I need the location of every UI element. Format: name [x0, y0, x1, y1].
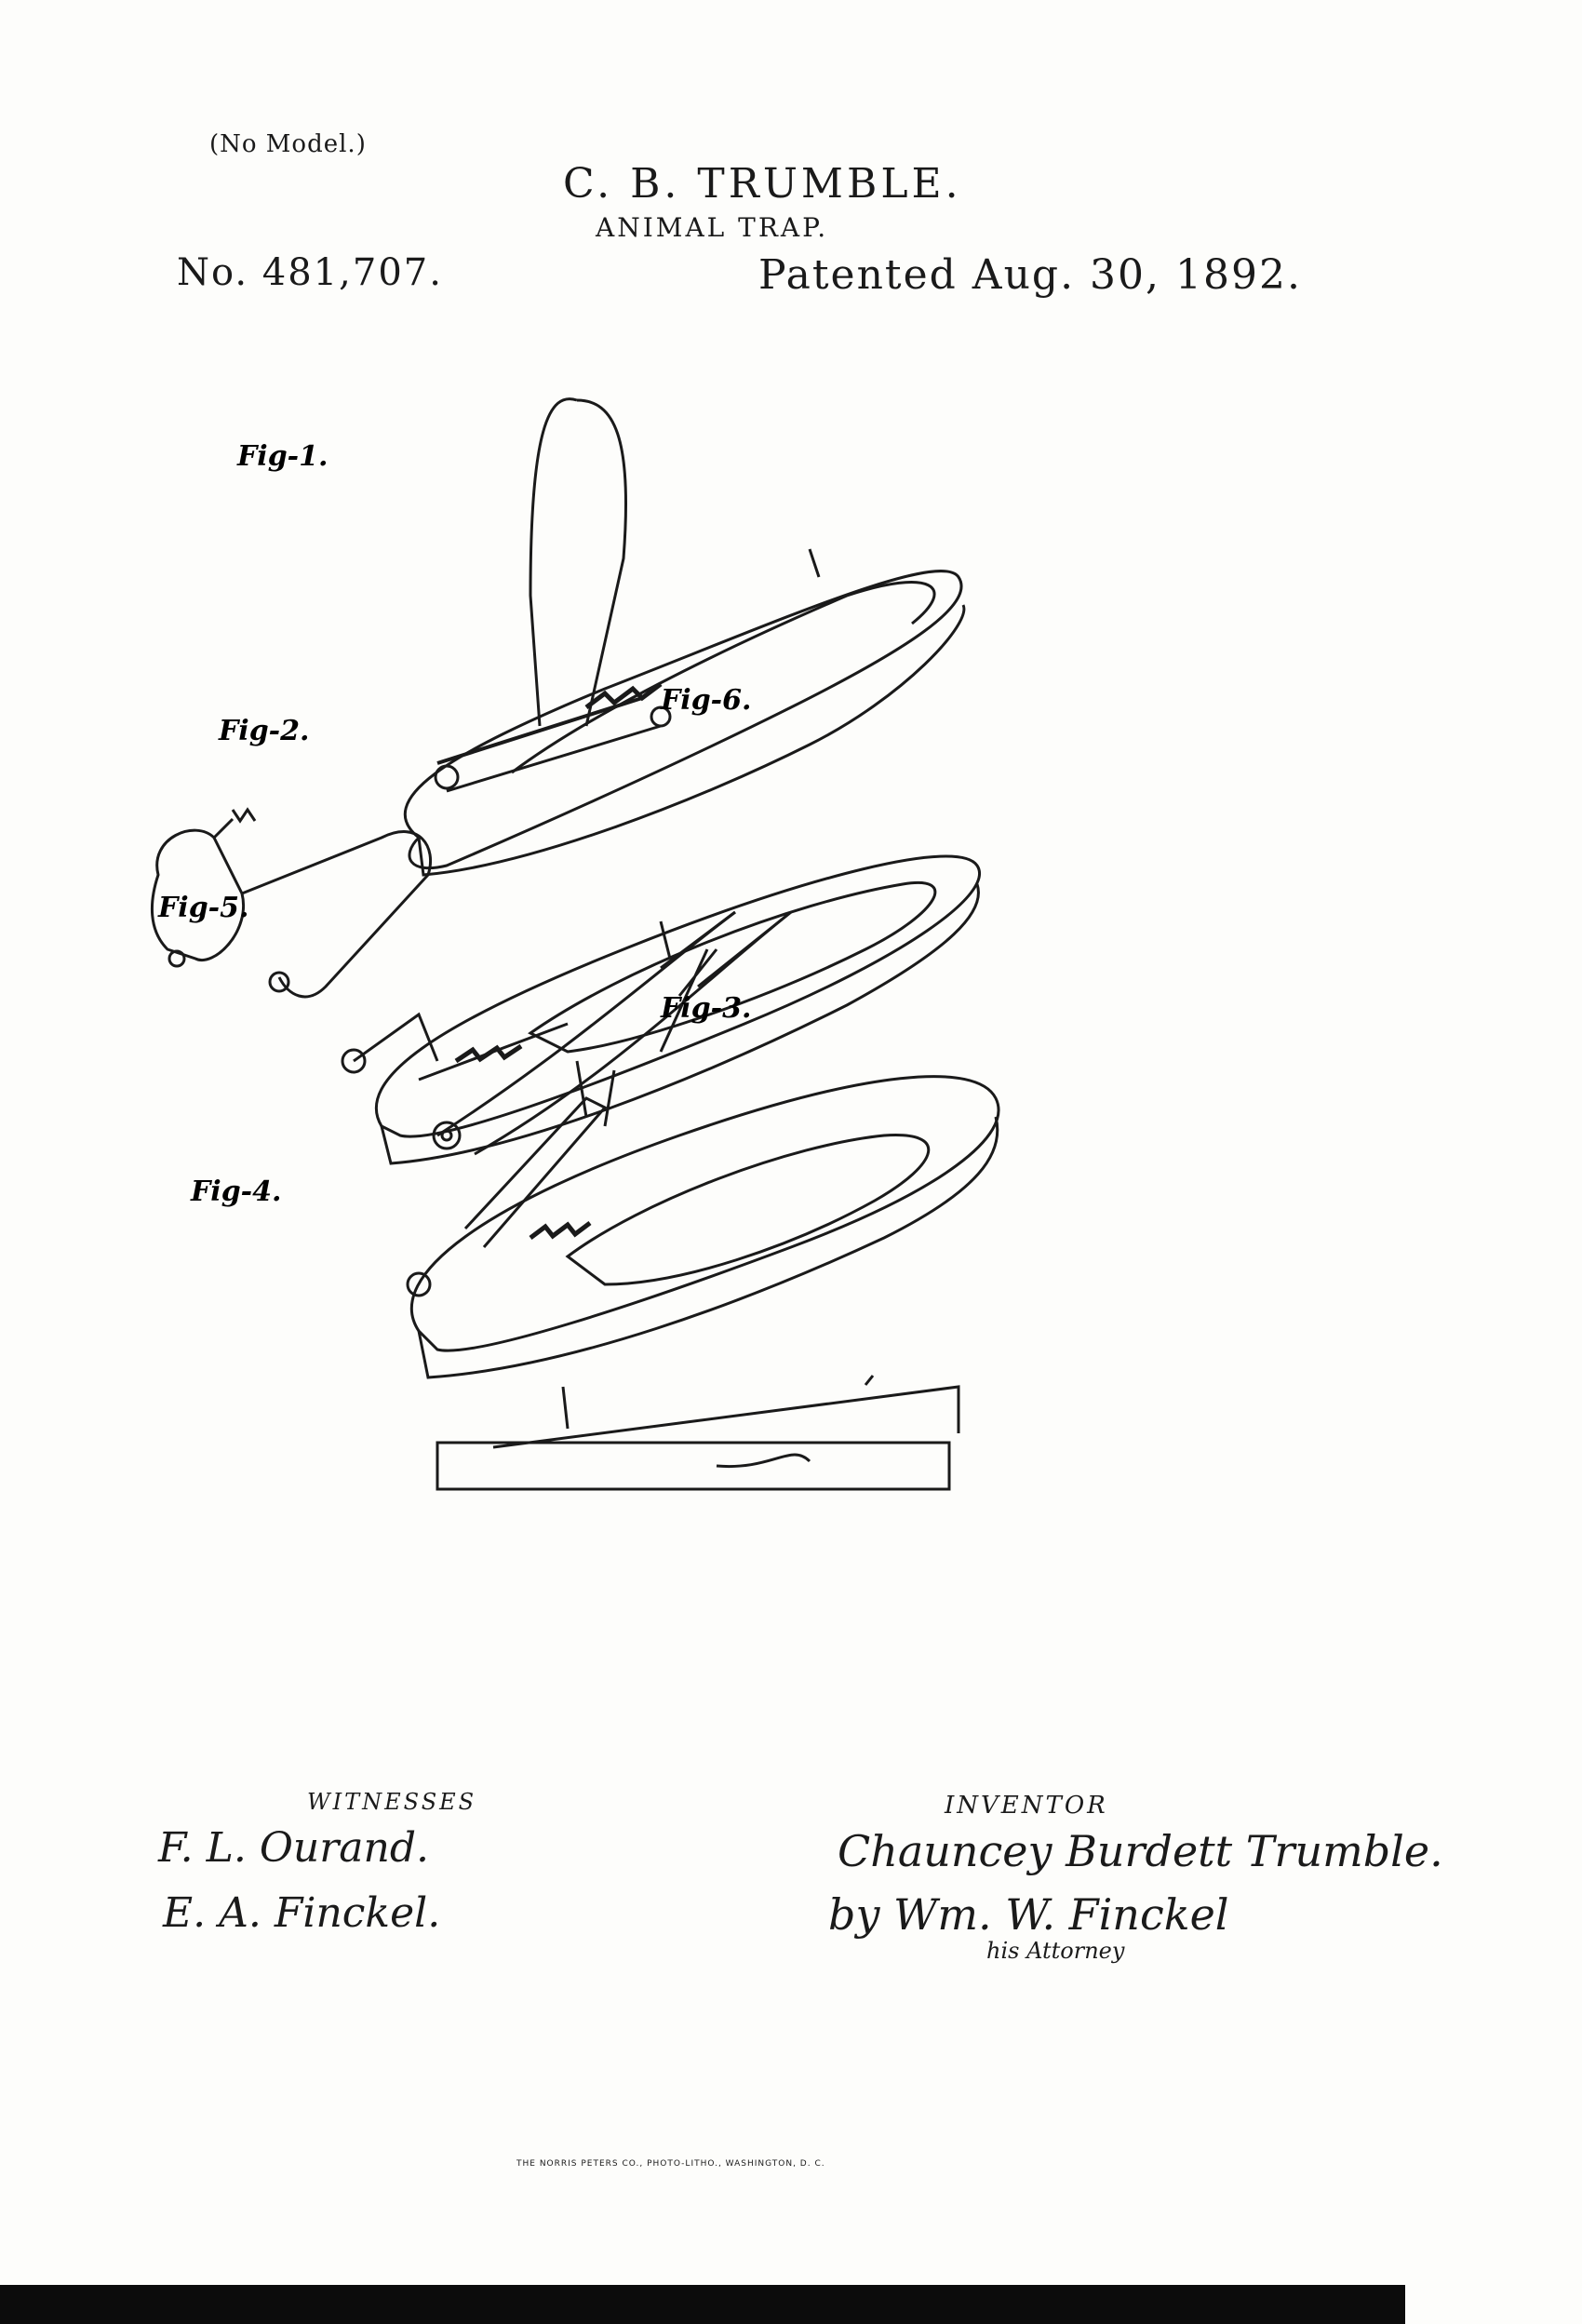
figure-1-drawing — [403, 397, 966, 877]
figure-1-label: Fig-1. — [236, 440, 328, 473]
scan-border — [0, 2285, 1405, 2324]
witness-signature-1: F. L. Ourand. — [158, 1824, 430, 1872]
figure-5-label: Fig-5. — [157, 892, 248, 924]
figure-3-label: Fig-3. — [660, 992, 751, 1025]
figure-3-drawing — [406, 1060, 1000, 1379]
attorney-caption: his Attorney — [986, 1938, 1125, 1964]
figure-5-drawing — [150, 807, 433, 999]
model-note: (No Model.) — [209, 130, 367, 158]
inventor-name: C. B. TRUMBLE. — [563, 160, 962, 208]
witness-signature-2: E. A. Finckel. — [163, 1889, 441, 1937]
figure-6-drawing — [432, 910, 792, 1156]
figure-4-drawing — [436, 1375, 960, 1491]
figure-6-label: Fig-6. — [660, 684, 751, 717]
witnesses-heading: WITNESSES — [307, 1789, 477, 1815]
inventor-signature: Chauncey Burdett Trumble. — [838, 1826, 1443, 1876]
patent-drawings: Fig-1. Fig-2. Fig-6. Fig-5. Fig-3. Fig-4… — [150, 397, 1000, 1491]
lithographer-credit: THE NORRIS PETERS CO., PHOTO-LITHO., WAS… — [516, 2159, 825, 2169]
figure-2-label: Fig-2. — [218, 715, 309, 747]
inventor-heading: INVENTOR — [945, 1792, 1108, 1820]
patent-date: Patented Aug. 30, 1892. — [758, 251, 1302, 299]
attorney-signature: by Wm. W. Finckel — [828, 1889, 1229, 1940]
patent-number: No. 481,707. — [177, 251, 443, 294]
figure-4-label: Fig-4. — [190, 1175, 281, 1208]
patent-title: ANIMAL TRAP. — [596, 212, 829, 243]
